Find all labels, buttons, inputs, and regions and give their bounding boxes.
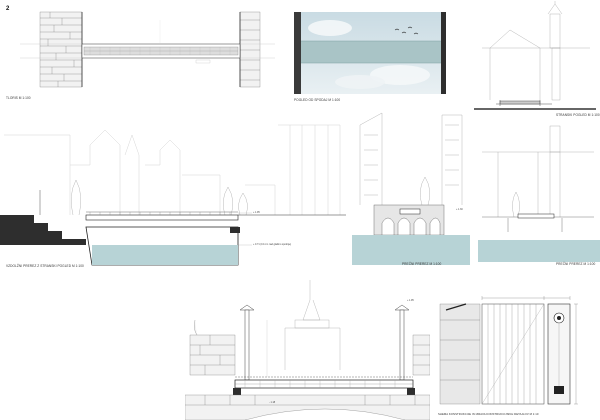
deck-underside-band (300, 41, 442, 63)
cross1-level-top: + 1.30 (456, 208, 463, 211)
cross-section-1-label: PREČNI PREREZ M 1:100 (402, 262, 442, 266)
cross-section-1: + 1.30 PREČNI PREREZ M 1:100 (352, 105, 470, 270)
left-wall-dark (294, 12, 301, 94)
plan-drawing: TLORIS M 1:100 (0, 0, 280, 100)
water-cross-1 (352, 235, 470, 265)
detail-level-top: + 1.95 (407, 299, 414, 302)
trees (70, 179, 248, 216)
deck-panel (481, 303, 545, 405)
cross-section-1-svg (352, 112, 470, 265)
right-wall-blocks (412, 334, 430, 376)
long-section-label: VZDOLŽNI PREREZ Z STRANSKI POGLED M 1:10… (6, 264, 84, 268)
construction-detail: SHEMA KONSTRUKCIJE IN IZRAVA KONSTRUKCIJ… (436, 290, 600, 420)
facade-lines (359, 112, 463, 206)
construction-detail-svg (439, 296, 578, 405)
right-wall-dark (441, 12, 446, 94)
detail-section: + 1.95 - 1.18 (185, 280, 430, 420)
underside-svg (294, 12, 446, 94)
long-section-svg (0, 124, 346, 266)
sheet-number: 2 (6, 6, 10, 12)
side-view-svg (474, 1, 596, 110)
long-section: + 1.95 + 0.71 (0.11 m nad gladino spodnj… (0, 105, 346, 270)
statue-outline (284, 280, 341, 370)
birds-icon (394, 26, 419, 35)
canal-water (92, 245, 238, 265)
side-view-label: STRANSKI POGLED M 1:100 (556, 113, 600, 117)
detail-level-bottom: - 1.18 (269, 401, 276, 404)
right-stone-wall (239, 11, 261, 88)
underside-label: POGLED OD SPODAJ M 1:100 (294, 98, 341, 102)
left-wall-blocks (189, 319, 236, 376)
detail-deck (233, 376, 415, 396)
cross-section-2-label: PREČNI PREREZ M 1:100 (556, 262, 596, 266)
left-stone-block (439, 303, 481, 405)
bridge-deck-plan (81, 43, 241, 59)
bridge-deck-section (85, 211, 239, 221)
cross-section-2-svg (478, 125, 600, 262)
background-buildings (4, 124, 341, 215)
cross-section-2: PREČNI PREREZ M 1:100 (478, 122, 600, 270)
long-section-level-water: + 0.71 (0.11 m nad gladino spodnje) (253, 243, 292, 246)
detail-section-svg (185, 280, 430, 420)
plan-svg (20, 11, 275, 88)
long-section-level-top: + 1.95 (253, 211, 260, 214)
side-view-top-right: STRANSKI POGLED M 1:100 (470, 0, 600, 122)
plan-label: TLORIS M 1:100 (6, 96, 31, 100)
steel-column (547, 303, 571, 405)
underside-view: POGLED OD SPODAJ M 1:100 (290, 0, 450, 104)
construction-detail-label: SHEMA KONSTRUKCIJE IN IZRAVA KONSTRUKCIJ… (438, 412, 539, 416)
water-cross-2 (478, 240, 600, 262)
left-stone-wall (39, 11, 83, 88)
left-embankment (0, 215, 86, 245)
